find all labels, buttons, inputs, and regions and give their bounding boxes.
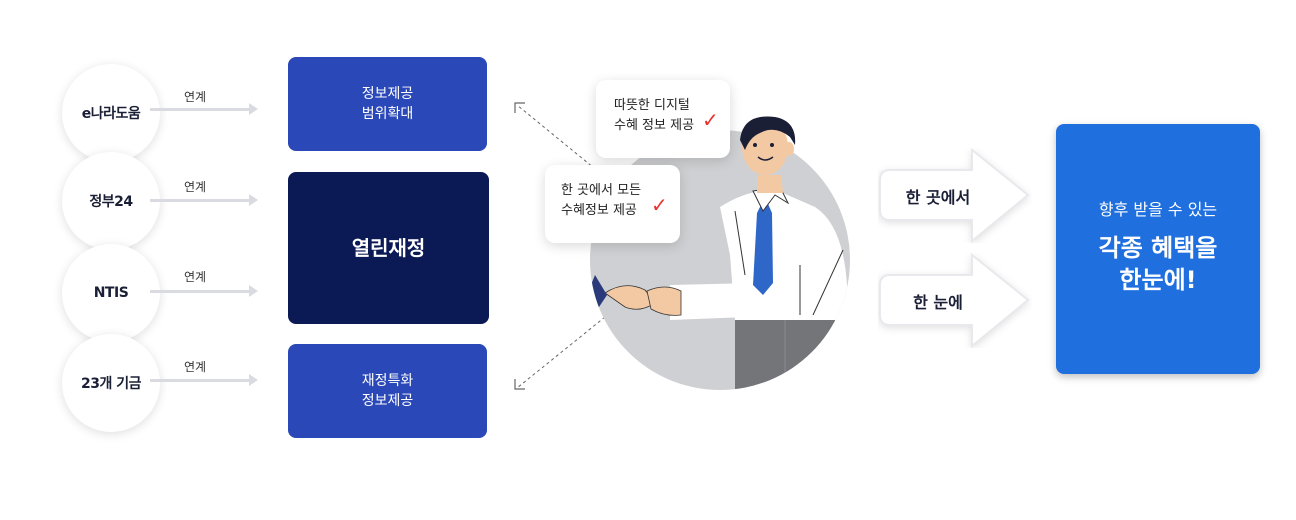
arrow-label: 한 곳에서 [905, 187, 971, 207]
box-fiscal-info: 재정특화 정보제공 [288, 344, 487, 438]
bubble-one-place: 한 곳에서 모든 수혜정보 제공 ✓ [545, 165, 680, 243]
source-label: NTIS [93, 285, 129, 301]
bubble-warm-digital: 따뜻한 디지털 수혜 정보 제공 ✓ [596, 80, 730, 158]
link-label: 연계 [184, 90, 207, 104]
source-ntis: NTIS [62, 244, 160, 342]
link-label: 연계 [184, 270, 207, 284]
link-arrow-icon [150, 374, 258, 386]
arrow-one-place: 한 곳에서 [878, 148, 1032, 243]
box-info-expansion: 정보제공 범위확대 [288, 57, 487, 151]
check-icon: ✓ [702, 108, 719, 132]
link-arrow-icon [150, 194, 258, 206]
source-gov24: 정부24 [62, 152, 160, 250]
arrow-shape-icon [879, 148, 1030, 243]
source-e-nara: e나라도움 [62, 64, 160, 162]
source-label: e나라도움 [81, 106, 141, 122]
arrow-at-a-glance: 한 눈에 [878, 253, 1032, 348]
bubble-text: 한 곳에서 모든 수혜정보 제공 [561, 183, 642, 218]
link-arrow-icon [150, 103, 258, 115]
arrow-shape-icon [879, 253, 1030, 348]
box-open-fiscal: 열린재정 [288, 172, 489, 324]
result-box: 향후 받을 수 있는 각종 혜택을 한눈에! [1056, 124, 1260, 374]
source-label: 정부24 [89, 194, 133, 210]
link-label: 연계 [184, 180, 207, 194]
source-23-funds: 23개 기금 [62, 334, 160, 432]
arrow-label: 한 눈에 [913, 292, 963, 312]
check-icon: ✓ [651, 193, 668, 217]
result-subtitle: 향후 받을 수 있는 [1098, 200, 1218, 219]
source-label: 23개 기금 [81, 376, 142, 392]
result-title: 각종 혜택을 한눈에! [1098, 234, 1218, 294]
bubble-text: 따뜻한 디지털 수혜 정보 제공 [614, 98, 695, 133]
link-arrow-icon [150, 285, 258, 297]
link-label: 연계 [184, 360, 207, 374]
